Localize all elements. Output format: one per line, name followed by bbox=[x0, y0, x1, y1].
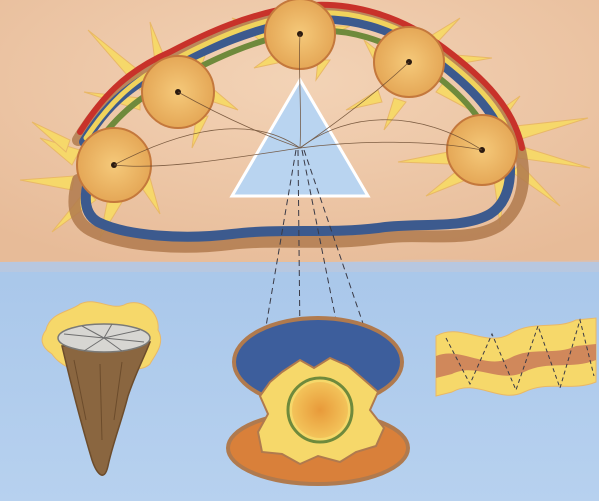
watercolor-artwork bbox=[0, 0, 599, 501]
